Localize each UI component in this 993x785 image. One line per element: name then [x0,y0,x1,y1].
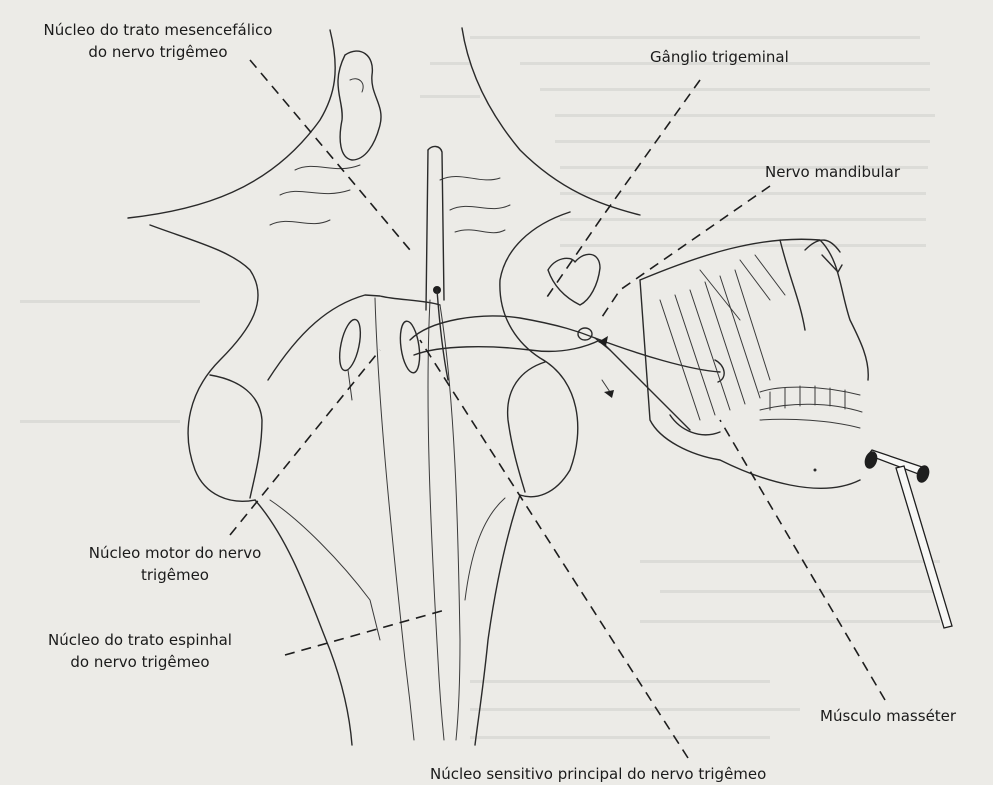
leader-spinal [285,610,445,655]
label-motor: Núcleo motor do nervo trigêmeo [60,542,290,586]
label-masseter: Músculo masséter [820,705,956,727]
nerve-pathways [410,290,724,430]
skull-sketch [548,239,868,488]
nuclei [336,286,441,400]
leader-ganglion [545,80,700,300]
label-mandibular: Nervo mandibular [765,161,900,183]
leader-motor [230,350,380,535]
leader-mesencephalic [250,60,410,250]
label-motor-line2: trigêmeo [60,564,290,586]
label-spinal-line1: Núcleo do trato espinhal [20,629,260,651]
label-motor-line1: Núcleo motor do nervo [60,542,290,564]
arrow-down-icon [604,390,614,398]
motor-nucleus-left [336,318,364,373]
leader-sensory [420,340,688,758]
motor-nucleus-right [397,320,422,374]
label-spinal: Núcleo do trato espinhal do nervo trigêm… [20,629,260,673]
reflex-hammer-icon [863,450,952,628]
label-ganglion: Gânglio trigeminal [650,46,789,68]
label-sensory: Núcleo sensitivo principal do nervo trig… [430,763,766,785]
label-mesencephalic: Núcleo do trato mesencefálico do nervo t… [8,19,308,63]
leader-masseter [720,420,885,700]
label-spinal-line2: do nervo trigêmeo [20,651,260,673]
label-mesencephalic-line2: do nervo trigêmeo [8,41,308,63]
label-mesencephalic-line1: Núcleo do trato mesencefálico [8,19,308,41]
